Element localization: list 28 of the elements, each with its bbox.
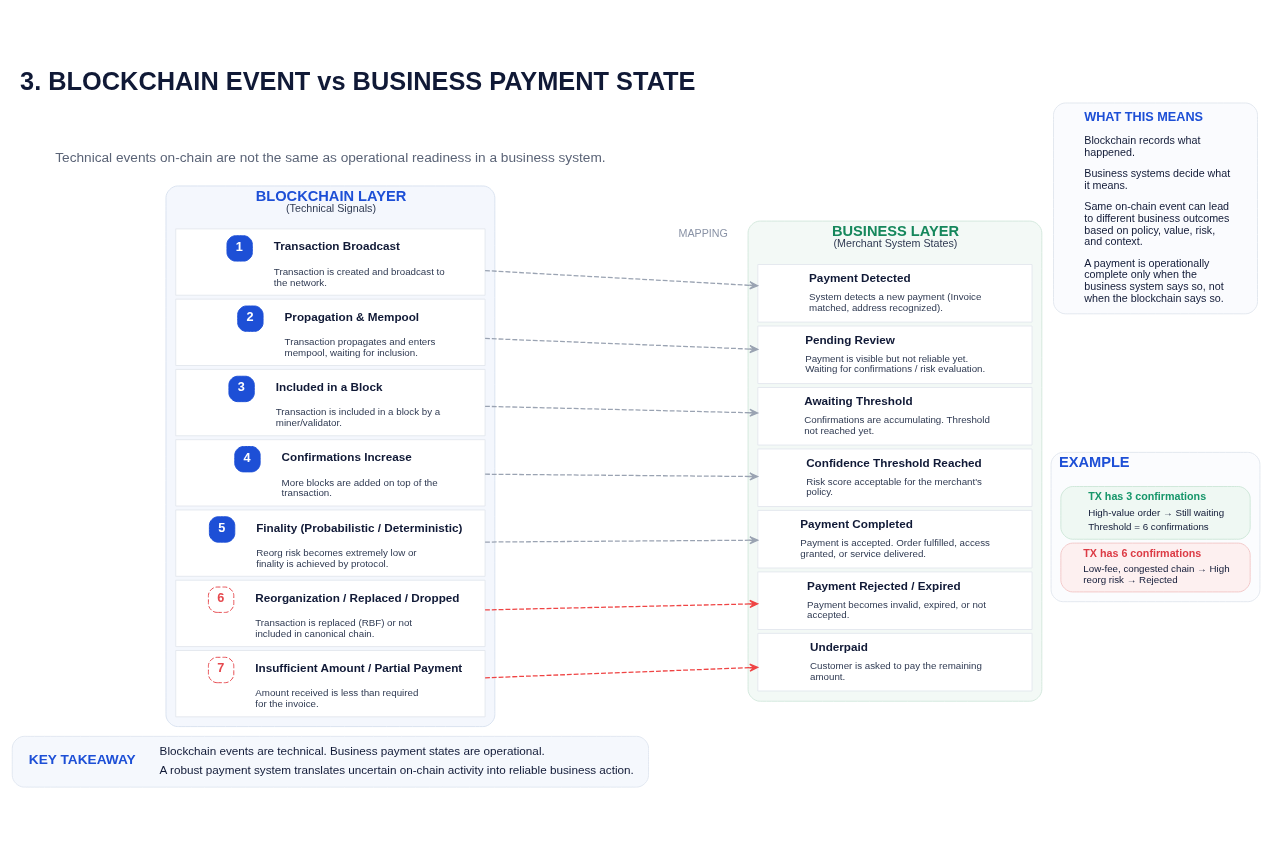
arrow bbox=[484, 337, 759, 353]
arrow bbox=[484, 535, 759, 544]
node-box: Underpaid Customer is asked to pay the remaining amount. bbox=[757, 632, 1033, 691]
arrow bbox=[484, 269, 759, 289]
node-box: Payment Completed Payment is accepted. Order fulfilled, access granted, or service delivered. bbox=[757, 509, 1033, 568]
node-box: 2 Propagation & Mempool Transaction propagates and enters mempool, waiting for inclusion. bbox=[175, 298, 486, 366]
node-box: 4 Confirmations Increase More blocks are added on top of the transaction. bbox=[175, 438, 486, 507]
label: MAPPING bbox=[678, 226, 728, 239]
arrow bbox=[484, 663, 759, 678]
arrow bbox=[484, 599, 759, 611]
node-box: TX has 6 confirmations Low-fee, congested chain → High reorg risk → Rejected bbox=[1060, 542, 1251, 592]
node-box: Payment Detected System detects a new payment (Invoice matched, address recognized). bbox=[757, 263, 1033, 323]
node-box: 1 Transaction Broadcast Transaction is created and broadcast to the network. bbox=[175, 227, 486, 296]
node-box: Confidence Threshold Reached Risk score acceptable for the merchant's policy. bbox=[757, 447, 1033, 507]
node-box: Awaiting Threshold Confirmations are accumulating. Threshold not reached yet. bbox=[757, 386, 1033, 446]
label: Technical events on-chain are not the same as operational readiness in a business system. bbox=[55, 149, 606, 165]
node-box: 5 Finality (Probabilistic / Deterministic) Reorg risk becomes extremely low or finality is achieved by protocol. bbox=[175, 508, 486, 577]
node-box: WHAT THIS MEANS Blockchain records what happened. Business systems decide what it means. Same on-chain event can lead to different business outcomes based on policy, value, risk, and context. A payment is operationally complete only when the business system says so, not when the blockchain says so. bbox=[1053, 102, 1258, 314]
node-box: TX has 3 confirmations High-value order → Still waiting Threshold = 6 confirmations bbox=[1060, 485, 1251, 540]
arrow bbox=[484, 405, 759, 417]
node-box: Payment Rejected / Expired Payment becomes invalid, expired, or not accepted. bbox=[757, 570, 1033, 630]
arrow bbox=[484, 471, 759, 481]
node-box: Pending Review Payment is visible but not reliable yet. Waiting for confirmations / risk evaluation. bbox=[757, 325, 1033, 384]
node-box: 6 Reorganization / Replaced / Dropped Transaction is replaced (RBF) or not included in canonical chain. bbox=[175, 579, 486, 647]
diagram-title: 3. BLOCKCHAIN EVENT vs BUSINESS PAYMENT STATE bbox=[20, 66, 696, 95]
node-box: 3 Included in a Block Transaction is included in a block by a miner/validator. bbox=[175, 368, 486, 436]
node-box: 7 Insufficient Amount / Partial Payment Amount received is less than required for the invoice. bbox=[175, 649, 486, 717]
node-box: KEY TAKEAWAY Blockchain events are technical. Business payment states are operational. A robust payment system translates uncertain on-chain activity into reliable business action. bbox=[11, 735, 650, 788]
